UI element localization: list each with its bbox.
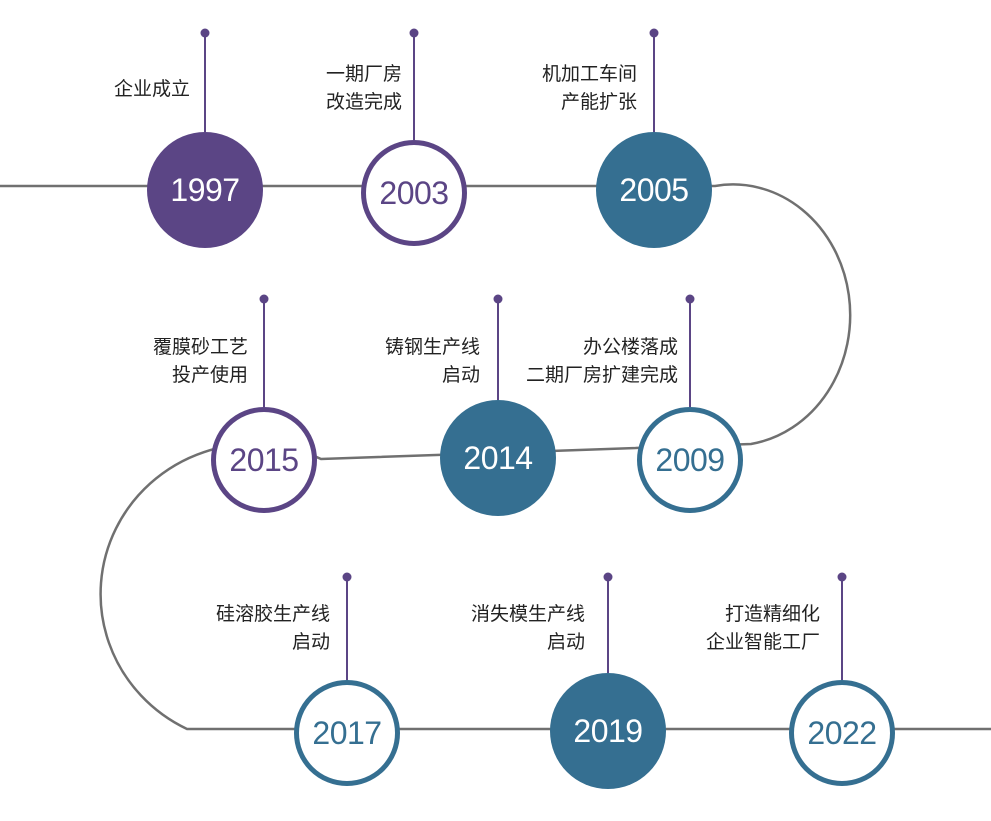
- caption-line: 机加工车间: [541, 63, 637, 85]
- milestone-caption: 铸钢生产线启动: [385, 333, 480, 389]
- year-circle-filled: [596, 132, 712, 248]
- milestone-2003: 2003: [361, 28, 467, 246]
- milestone-2005: 2005: [596, 28, 712, 248]
- caption-line: 铸钢生产线: [384, 336, 480, 358]
- milestone-2015: 2015: [211, 294, 317, 513]
- caption-line: 一期厂房: [325, 63, 402, 85]
- timeline-connector-path: [0, 183, 991, 731]
- caption-line: 打造精细化: [724, 603, 820, 625]
- caption-line: 启动: [546, 631, 585, 653]
- milestone-2009: 2009: [637, 294, 743, 513]
- year-label: 2015: [229, 442, 298, 478]
- year-circle-outline: [211, 407, 317, 513]
- caption-line: 二期厂房扩建完成: [525, 364, 678, 386]
- milestone-2022: 2022: [789, 572, 895, 786]
- milestone-dot: [493, 294, 503, 304]
- caption-line: 企业智能工厂: [705, 631, 820, 653]
- milestone-caption: 打造精细化企业智能工厂: [706, 600, 820, 656]
- milestone-dot: [685, 294, 695, 304]
- caption-line: 办公楼落成: [582, 336, 678, 358]
- milestone-2014: 2014: [440, 294, 556, 516]
- year-circle-outline: [637, 407, 743, 513]
- milestone-caption: 硅溶胶生产线启动: [216, 600, 330, 656]
- milestone-2017: 2017: [294, 572, 400, 786]
- milestone-dot: [603, 572, 613, 582]
- year-circle-outline: [294, 680, 400, 786]
- year-circle-outline: [789, 680, 895, 786]
- milestone-dot: [649, 28, 659, 38]
- caption-line: 覆膜砂工艺: [152, 336, 248, 358]
- caption-line: 硅溶胶生产线: [215, 603, 330, 625]
- year-label: 2019: [573, 713, 642, 749]
- milestone-caption: 覆膜砂工艺投产使用: [153, 333, 248, 389]
- caption-line: 启动: [291, 631, 330, 653]
- year-label: 2014: [463, 440, 532, 476]
- milestone-dot: [200, 28, 210, 38]
- year-circle-filled: [147, 132, 263, 248]
- caption-line: 企业成立: [113, 78, 190, 100]
- milestone-2019: 2019: [550, 572, 666, 789]
- caption-line: 启动: [441, 364, 480, 386]
- milestone-caption: 消失模生产线启动: [471, 600, 585, 656]
- milestone-caption: 办公楼落成二期厂房扩建完成: [526, 333, 678, 389]
- year-circle-filled: [550, 673, 666, 789]
- year-label: 2022: [807, 715, 876, 751]
- milestone-caption: 机加工车间产能扩张: [542, 60, 637, 116]
- milestone-1997: 1997: [147, 28, 263, 248]
- milestone-dot: [409, 28, 419, 38]
- milestone-caption: 一期厂房改造完成: [326, 60, 402, 116]
- caption-line: 消失模生产线: [470, 603, 585, 625]
- year-label: 2009: [655, 442, 724, 478]
- milestone-caption: 企业成立: [114, 75, 190, 103]
- year-label: 2005: [619, 172, 688, 208]
- milestone-dot: [259, 294, 269, 304]
- caption-line: 产能扩张: [560, 91, 637, 113]
- year-label: 2017: [312, 715, 381, 751]
- year-circle-outline: [361, 140, 467, 246]
- milestone-dot: [837, 572, 847, 582]
- caption-line: 投产使用: [171, 364, 248, 386]
- caption-line: 改造完成: [325, 91, 402, 113]
- year-label: 1997: [170, 172, 239, 208]
- year-label: 2003: [379, 175, 448, 211]
- year-circle-filled: [440, 400, 556, 516]
- milestone-dot: [342, 572, 352, 582]
